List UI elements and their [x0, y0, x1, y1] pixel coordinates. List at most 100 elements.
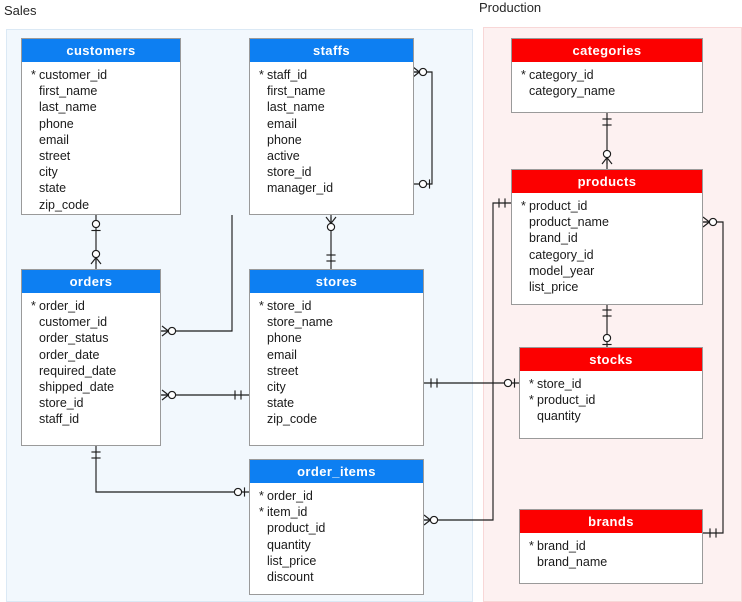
attribute-first_name: first_name [22, 83, 180, 99]
primary-key-icon: * [31, 68, 36, 82]
attribute-name: category_id [529, 68, 594, 82]
attribute-name: state [39, 181, 67, 196]
attribute-store_name: store_name [250, 314, 423, 330]
attribute-name: order_date [39, 347, 100, 362]
entity-title-orders: orders [22, 270, 160, 293]
attribute-state: state [22, 180, 180, 196]
attribute-name: staff_id [267, 68, 308, 82]
attribute-list_price: list_price [250, 553, 423, 569]
attribute-name: required_date [39, 363, 117, 378]
attribute-staff_id: staff_id [22, 411, 160, 427]
entity-title-brands: brands [520, 510, 702, 533]
attribute-name: last_name [267, 100, 325, 115]
primary-key-attribute-brand_id: *brand_id [520, 538, 702, 554]
attribute-state: state [250, 395, 423, 411]
attribute-last_name: last_name [250, 99, 413, 115]
primary-key-attribute-order_id: *order_id [250, 488, 423, 504]
entity-title-products: products [512, 170, 702, 193]
attribute-name: list_price [267, 553, 317, 568]
attribute-name: city [267, 380, 286, 395]
entity-title-staffs: staffs [250, 39, 413, 62]
primary-key-attribute-category_id: *category_id [512, 67, 702, 83]
attribute-name: zip_code [267, 412, 318, 427]
attribute-name: store_id [267, 299, 312, 313]
attribute-active: active [250, 148, 413, 164]
attribute-phone: phone [250, 330, 423, 346]
attribute-name: shipped_date [39, 380, 115, 395]
attribute-name: street [39, 149, 71, 164]
attribute-zip_code: zip_code [250, 411, 423, 427]
attribute-name: manager_id [267, 181, 334, 196]
attribute-email: email [250, 116, 413, 132]
attribute-name: product_name [529, 215, 609, 230]
attribute-name: brand_id [537, 539, 586, 553]
attribute-name: active [267, 149, 300, 164]
entity-title-stocks: stocks [520, 348, 702, 371]
attribute-name: product_id [537, 393, 596, 408]
attribute-name: item_id [267, 505, 308, 520]
attribute-city: city [22, 164, 180, 180]
primary-key-attribute-product_id: *product_id [520, 392, 702, 408]
attribute-name: order_id [39, 299, 85, 313]
attribute-name: phone [39, 116, 74, 131]
attribute-name: email [267, 347, 297, 362]
attribute-brand_name: brand_name [520, 554, 702, 570]
attribute-name: store_name [267, 315, 334, 330]
primary-key-icon: * [31, 299, 36, 313]
attribute-name: category_id [529, 247, 594, 262]
primary-key-icon: * [521, 68, 526, 82]
entity-title-customers: customers [22, 39, 180, 62]
primary-key-icon: * [529, 377, 534, 391]
attribute-email: email [22, 132, 180, 148]
attribute-order_status: order_status [22, 330, 160, 346]
attribute-last_name: last_name [22, 99, 180, 115]
attribute-name: store_id [39, 396, 84, 411]
attribute-category_name: category_name [512, 83, 702, 99]
attribute-name: email [267, 116, 297, 131]
attribute-discount: discount [250, 569, 423, 585]
attribute-name: order_status [39, 331, 109, 346]
attribute-name: first_name [267, 84, 326, 99]
attribute-brand_id: brand_id [512, 230, 702, 246]
primary-key-icon: * [259, 489, 264, 503]
primary-key-icon: * [259, 68, 264, 82]
attribute-name: category_name [529, 84, 616, 99]
attribute-name: product_id [267, 521, 326, 536]
schema-label-sales: Sales [4, 3, 37, 18]
attribute-name: street [267, 363, 299, 378]
attribute-name: brand_name [537, 555, 608, 570]
schema-label-production: Production [479, 0, 542, 15]
attribute-email: email [250, 347, 423, 363]
attribute-name: staff_id [39, 412, 80, 427]
attribute-name: state [267, 396, 295, 411]
attribute-street: street [22, 148, 180, 164]
entity-title-order_items: order_items [250, 460, 423, 483]
attribute-list_price: list_price [512, 279, 702, 295]
attribute-category_id: category_id [512, 247, 702, 263]
primary-key-icon: * [259, 299, 264, 313]
attribute-quantity: quantity [250, 537, 423, 553]
entity-title-stores: stores [250, 270, 423, 293]
attribute-store_id: store_id [22, 395, 160, 411]
attribute-phone: phone [22, 116, 180, 132]
primary-key-icon: * [259, 505, 264, 520]
attribute-product_name: product_name [512, 214, 702, 230]
attribute-name: city [39, 165, 58, 180]
attribute-city: city [250, 379, 423, 395]
